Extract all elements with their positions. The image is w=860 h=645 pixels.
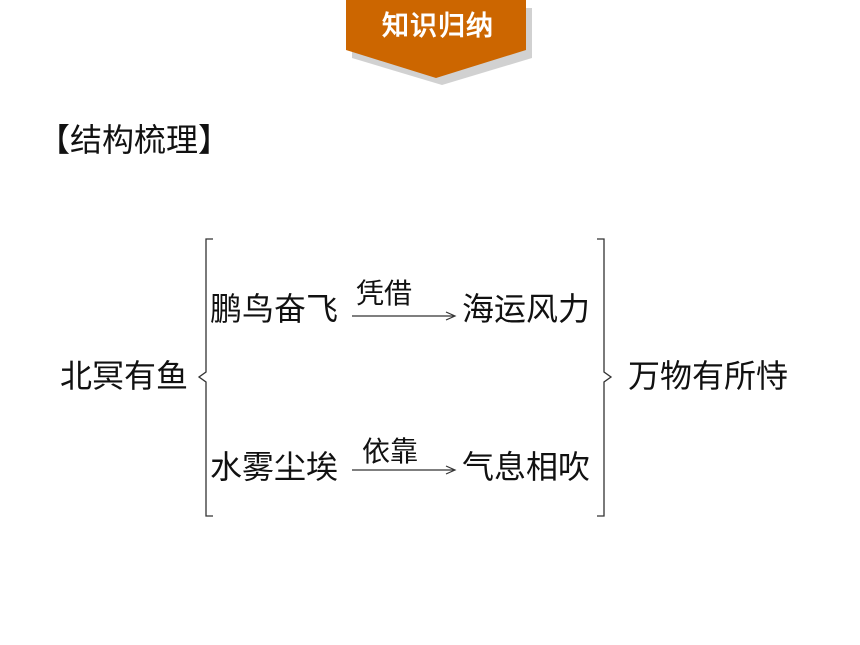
root-label: 北冥有鱼 <box>60 357 189 395</box>
branch-1-object: 海运风力 <box>462 290 591 328</box>
branch-2-object: 气息相吹 <box>462 448 591 486</box>
branch-1-relation: 凭借 <box>356 277 413 310</box>
right-brace <box>597 238 613 517</box>
banner-title: 知识归纳 <box>382 11 494 42</box>
arrow-branch-2 <box>352 465 457 475</box>
left-brace <box>197 238 213 517</box>
section-title: 【结构梳理】 <box>38 121 231 159</box>
branch-2-subject: 水雾尘埃 <box>210 448 339 486</box>
branch-1-subject: 鹏鸟奋飞 <box>210 290 339 328</box>
arrow-branch-1 <box>352 311 457 321</box>
branch-2-relation: 依靠 <box>362 435 419 468</box>
conclusion-label: 万物有所恃 <box>628 357 789 395</box>
banner-shape <box>346 0 526 78</box>
header-banner <box>346 0 532 85</box>
